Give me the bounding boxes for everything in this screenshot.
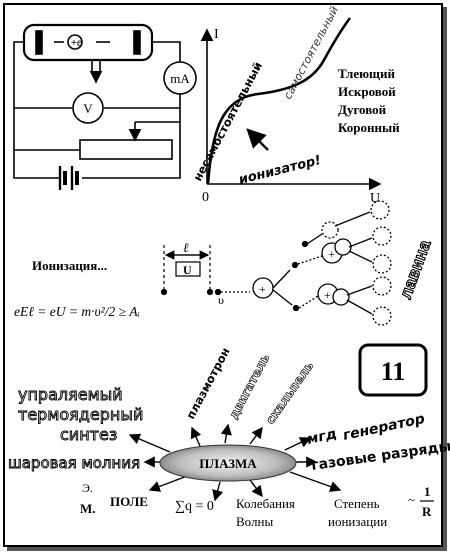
discharge-types-list: Тлеющий Искровой Дуговой Коронный — [338, 66, 400, 135]
gas-discharges: газовые разряды — [310, 438, 450, 473]
mhd: мгд — [306, 426, 339, 448]
ionization-formula: eEℓ = eU = m·υ²/2 ≥ Aᵢ — [14, 304, 140, 319]
fraction-numerator: 1 — [424, 484, 431, 499]
discharge-type-spark: Искровой — [338, 84, 396, 99]
electron-speed-label: υ — [218, 293, 224, 307]
proportional-sign: ~ — [408, 492, 415, 507]
discharge-circuit: +e — [13, 23, 197, 190]
x-axis-label: U — [370, 191, 380, 206]
origin-label: 0 — [202, 190, 209, 205]
self-sustained-label: самостоятельный — [281, 4, 341, 101]
avalanche-label: лавина — [396, 237, 435, 301]
ion-plus-2: + — [328, 247, 335, 261]
ionization-degree-2: ионизации — [328, 514, 387, 529]
svg-text:+e: +e — [71, 38, 83, 49]
gap-length-label: ℓ — [183, 240, 189, 255]
scalpel: скальпель — [263, 359, 316, 427]
page-number: 11 — [381, 357, 406, 386]
plasma-center-label: ПЛАЗМА — [199, 456, 257, 471]
iv-curve — [206, 17, 352, 185]
svg-text:синтез: синтез — [60, 425, 117, 444]
waves: Волны — [236, 514, 273, 529]
charge-sum: ∑q = 0 — [175, 499, 214, 514]
generator: генератор — [342, 411, 427, 444]
non-self-sustained-label: несамостоятельный — [190, 59, 265, 183]
ion-icon — [67, 34, 83, 50]
ionization-gap — [160, 245, 214, 296]
rheostat — [79, 139, 173, 160]
plasma-arrows — [128, 423, 342, 502]
voltmeter — [72, 92, 104, 124]
svg-text:термоядерный: термоядерный — [18, 405, 143, 424]
ionization-title: Ионизация... — [32, 258, 107, 273]
page-number-box — [358, 343, 428, 397]
engine: двигатель — [226, 351, 272, 421]
iv-graph — [200, 17, 382, 191]
ion-plus-1: + — [259, 282, 266, 296]
avalanche-chain — [214, 200, 392, 326]
svg-text:упраляемый: упраляемый — [18, 385, 123, 404]
ball-lightning: шаровая молния — [8, 454, 140, 472]
ammeter-label: mA — [170, 71, 190, 86]
discharge-type-arc: Дуговой — [338, 102, 387, 117]
field-m: М. — [80, 501, 96, 516]
gap-voltage-label: U — [183, 263, 192, 277]
field-label: ПОЛЕ — [110, 494, 148, 509]
fraction-denominator: R — [422, 504, 432, 519]
field-e: Э. — [82, 481, 93, 495]
plasma-ellipse — [159, 444, 297, 482]
ion-plus-3: + — [324, 288, 331, 302]
y-axis-label: I — [214, 27, 219, 42]
gas-discharge-tube — [22, 23, 154, 62]
ionizer-label: ионизатор! — [237, 153, 322, 188]
plasmatron: плазмотрон — [183, 345, 232, 421]
ionization-degree: Степень — [334, 496, 380, 511]
plasma-fusion: упраляемый термоядерный синтез — [18, 385, 144, 445]
voltmeter-label: V — [83, 101, 93, 116]
oscillations: Колебания — [236, 496, 295, 511]
discharge-type-glow: Тлеющий — [338, 66, 395, 81]
discharge-type-corona: Коронный — [338, 120, 400, 135]
